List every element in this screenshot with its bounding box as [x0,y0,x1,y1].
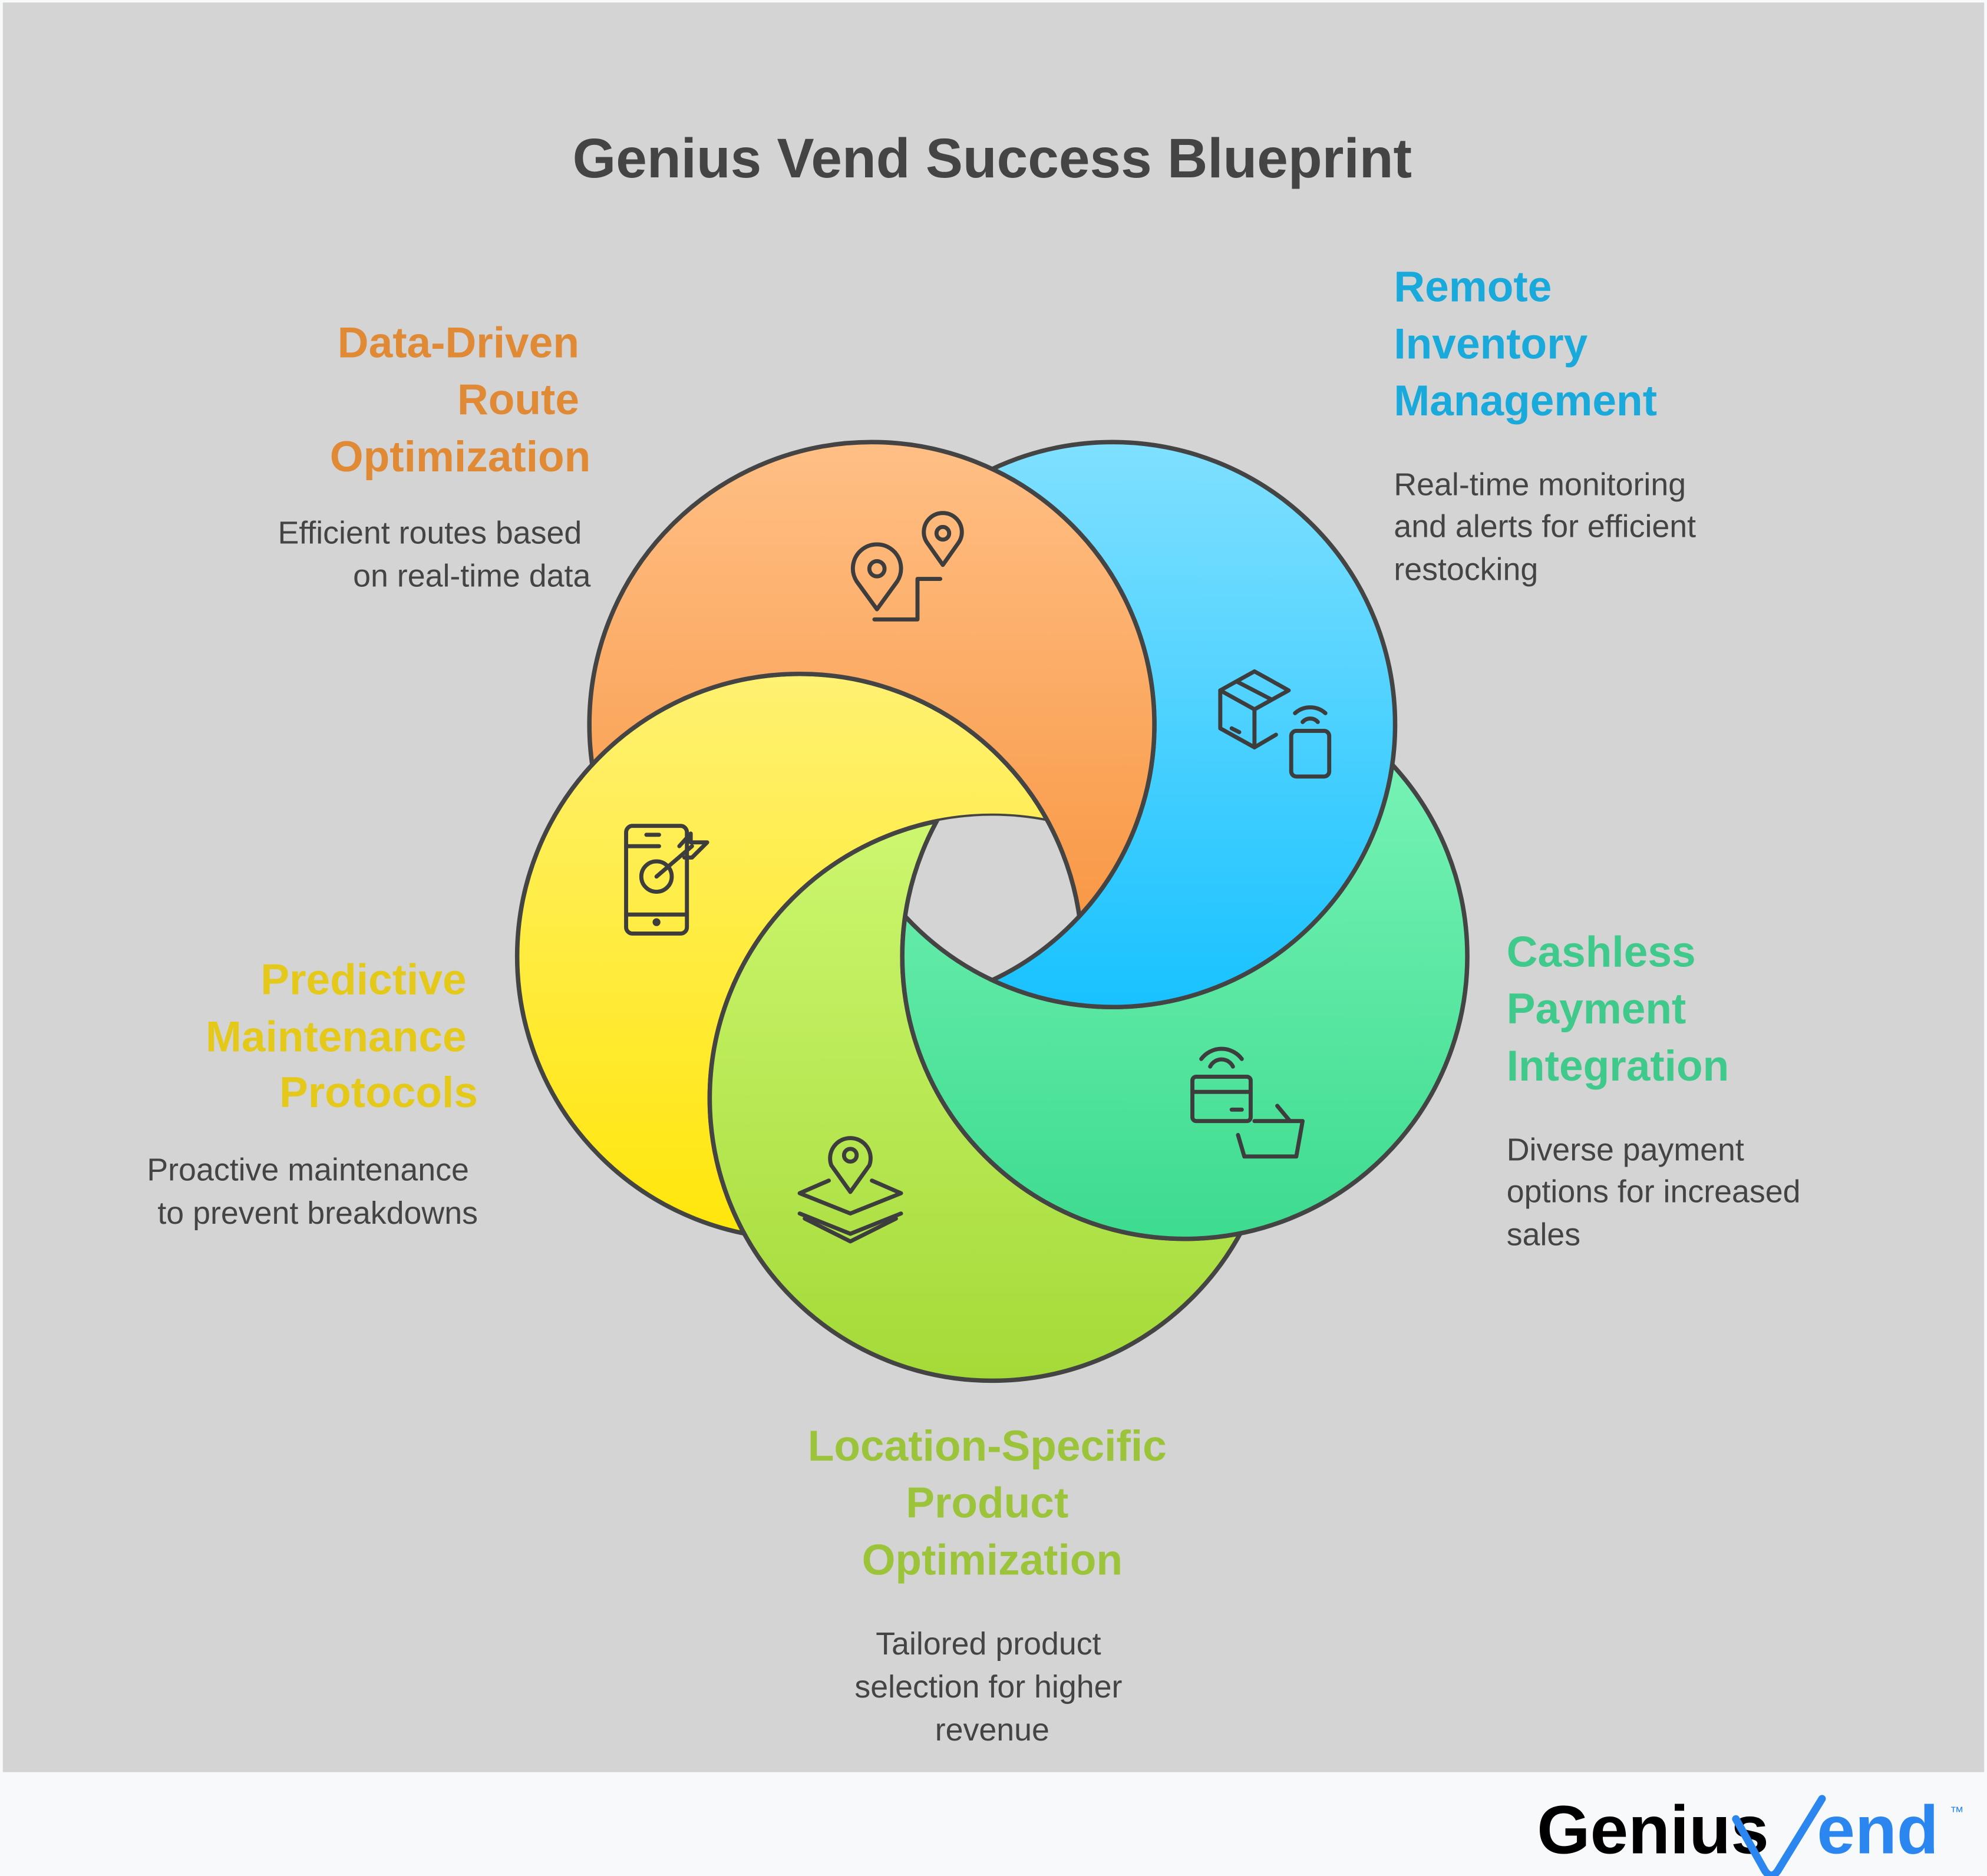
route-pins-icon [850,511,964,622]
description-line: options for increased [1507,1174,1801,1209]
route-heading: Data-Driven Route Optimization [330,319,591,480]
heading-line: Optimization [330,433,591,481]
route-description: Efficient routes based on real-time data [278,515,591,593]
heading-line: Route [457,376,579,424]
description-line: and alerts for efficient [1394,509,1696,544]
heading-line: Predictive [260,956,466,1004]
description-line: Diverse payment [1507,1132,1744,1167]
heading-line: Protocols [279,1069,478,1117]
box-remote-icon [1218,669,1332,779]
heading-line: Payment [1507,985,1686,1033]
heading-line: Optimization [862,1536,1123,1584]
description-line: restocking [1394,552,1538,587]
contactless-card-basket-icon [1190,1046,1305,1159]
heading-line: Maintenance [206,1013,467,1061]
segment-route [587,440,1157,1009]
trademark: ™ [1950,1805,1964,1820]
payment-heading: Cashless Payment Integration [1507,928,1729,1089]
inventory-description: Real-time monitoring and alerts for effi… [1394,467,1696,587]
checkmark-v-icon [1732,1795,1826,1876]
description-line: on real-time data [353,558,590,593]
logo-text-genius: Genius [1537,1791,1768,1868]
logo-text-end: end [1817,1791,1938,1868]
heading-line: Management [1394,377,1657,425]
page-title: Genius Vend Success Blueprint [573,127,1412,190]
heading-line: Remote [1394,263,1552,311]
description-line: revenue [935,1712,1049,1748]
heading-line: Product [906,1479,1068,1527]
description-line: sales [1507,1217,1580,1252]
maintenance-heading: Predictive Maintenance Protocols [206,956,478,1117]
heading-line: Inventory [1394,320,1587,368]
heading-line: Integration [1507,1042,1729,1090]
description-line: Tailored product [876,1626,1101,1662]
payment-description: Diverse payment options for increased sa… [1507,1132,1801,1252]
description-line: Efficient routes based [278,515,582,550]
phone-target-icon [624,824,709,936]
product-heading: Location-Specific Product Optimization [808,1422,1167,1584]
heading-line: Data-Driven [338,319,579,366]
heading-line: Location-Specific [808,1422,1167,1470]
inventory-heading: Remote Inventory Management [1394,263,1657,425]
description-line: to prevent breakdowns [157,1195,478,1231]
description-line: Proactive maintenance [147,1152,469,1188]
description-line: Real-time monitoring [1394,467,1686,503]
maintenance-description: Proactive maintenance to prevent breakdo… [147,1152,478,1231]
geniusvend-logo: Genius end ™ [1537,1791,1964,1876]
location-layers-icon [797,1136,903,1244]
heading-line: Cashless [1507,928,1696,976]
description-line: selection for higher [854,1669,1122,1705]
product-description: Tailored product selection for higher re… [854,1626,1122,1748]
